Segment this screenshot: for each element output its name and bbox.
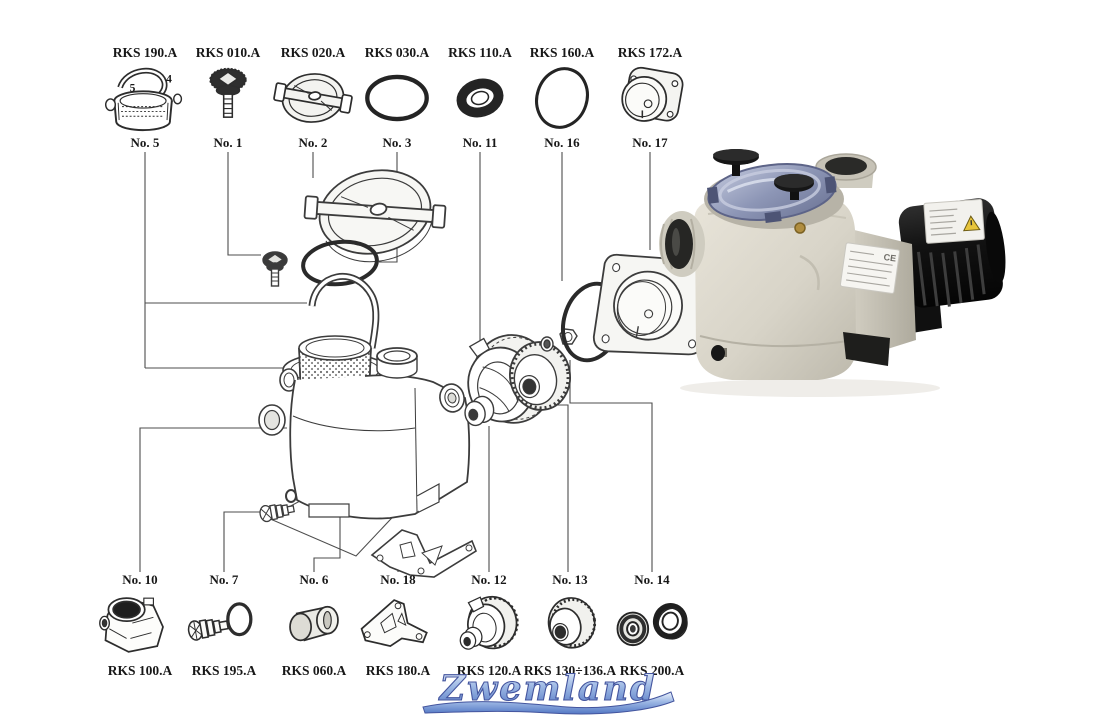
shaft-seal-drawing (439, 383, 465, 413)
zwemland-logo: Zwemland (422, 670, 675, 715)
support-bracket-icon (352, 588, 444, 662)
lid-knob-left (713, 149, 759, 176)
seal-flange-drawing (592, 253, 713, 356)
part-number: No. 1 (213, 135, 243, 150)
part-code: RKS 010.A (195, 45, 261, 60)
part-number: No. 11 (462, 135, 498, 150)
svg-text:5: 5 (130, 82, 136, 94)
pump-body-drawing (258, 347, 471, 520)
part-number: No. 10 (122, 572, 158, 587)
part-code: RKS 100.A (107, 663, 173, 678)
part-code: RKS 030.A (364, 45, 430, 60)
part-code: RKS 180.A (365, 663, 431, 678)
strainer-lid-icon (267, 61, 359, 135)
flange-oring-icon (516, 61, 608, 135)
lid-knob-right (774, 174, 814, 200)
part-number: No. 14 (634, 572, 670, 587)
purge-knob-drawing (262, 251, 288, 287)
drain-plug-icon (178, 588, 270, 662)
part-number: No. 3 (382, 135, 412, 150)
purge-knob-icon (182, 61, 274, 135)
brass-fitting (794, 222, 806, 234)
part-code: RKS 130÷136.A (523, 663, 617, 678)
part-number: No. 5 (130, 135, 160, 150)
body-nameplate: CE (839, 242, 901, 294)
svg-text:CE: CE (883, 252, 897, 264)
inlet-port (659, 211, 705, 277)
lid-assembly (704, 149, 844, 234)
diffuser-icon (524, 588, 616, 662)
part-column-rks030: RKS 030.A No. 3 (349, 44, 445, 151)
logo-swoosh (422, 691, 675, 715)
part-column-rks180: No. 18 RKS 180.A (338, 572, 458, 679)
logo-text: Zwemland (438, 670, 657, 709)
part-column-rks195: No. 7 RKS 195.A (164, 572, 284, 679)
shaft-seal-icon (434, 61, 526, 135)
part-code: RKS 060.A (281, 663, 347, 678)
svg-text:4: 4 (166, 74, 172, 86)
impeller-icon (443, 588, 535, 662)
drain-plug-drawing (259, 489, 297, 523)
photo-shadow (680, 379, 940, 397)
basket-handle-drawing (308, 273, 380, 349)
part-number: No. 17 (632, 135, 668, 150)
motor-assembly (898, 198, 1006, 334)
part-number: No. 18 (380, 572, 416, 587)
lid-oring-drawing (301, 239, 379, 287)
body-top-port (376, 347, 418, 379)
part-number: No. 6 (299, 572, 329, 587)
part-column-rks130: No. 13 RKS 130÷136.A (510, 572, 630, 679)
pump-product-photo: CE (659, 149, 1006, 397)
part-column-rks060: No. 6 RKS 060.A (254, 572, 374, 679)
exploded-assembly-drawing (139, 152, 713, 578)
part-number: No. 7 (209, 572, 239, 587)
part-number: No. 13 (552, 572, 588, 587)
part-column-rks172: RKS 172.A No. 17 (602, 44, 698, 151)
part-code: RKS 160.A (529, 45, 595, 60)
part-code: RKS 200.A (619, 663, 685, 678)
motor-label (923, 199, 985, 244)
part-code: RKS 195.A (191, 663, 257, 678)
discharge-port (815, 153, 877, 188)
part-column-rks020: RKS 020.A No. 2 (265, 44, 361, 151)
pump-housing-icon (94, 588, 186, 662)
strainer-lid-drawing (303, 169, 447, 263)
part-code: RKS 110.A (448, 45, 512, 60)
part-code: RKS 172.A (617, 45, 683, 60)
part-code: RKS 120.A (456, 663, 522, 678)
seal-flange-icon (604, 61, 696, 135)
part-column-rks160: RKS 160.A No. 16 (514, 44, 610, 151)
part-number: No. 2 (298, 135, 328, 150)
part-number: No. 16 (544, 135, 580, 150)
part-column-rks100: No. 10 RKS 100.A (80, 572, 200, 679)
part-column-rks200: No. 14 RKS 200.A (592, 572, 712, 679)
lid-oring-icon (351, 61, 443, 135)
bearing-set-icon (606, 588, 698, 662)
part-code: RKS 020.A (280, 45, 346, 60)
part-column-rks120: No. 12 RKS 120.A (429, 572, 549, 679)
part-code: RKS 190.A (112, 45, 178, 60)
part-column-rks010: RKS 010.A No. 1 (180, 44, 276, 151)
strainer-basket-icon: 4 5 (99, 61, 191, 135)
base-and-drain (711, 332, 890, 366)
bushing-icon (268, 588, 360, 662)
diffuser-drawing (509, 341, 571, 411)
part-number: No. 12 (471, 572, 507, 587)
support-bracket-drawing (370, 529, 477, 578)
impeller-nut-drawing (540, 328, 578, 352)
part-column-rks190: RKS 190.A 4 5 No. 5 (97, 44, 193, 151)
part-column-rks110: RKS 110.A No. 11 (432, 44, 528, 151)
